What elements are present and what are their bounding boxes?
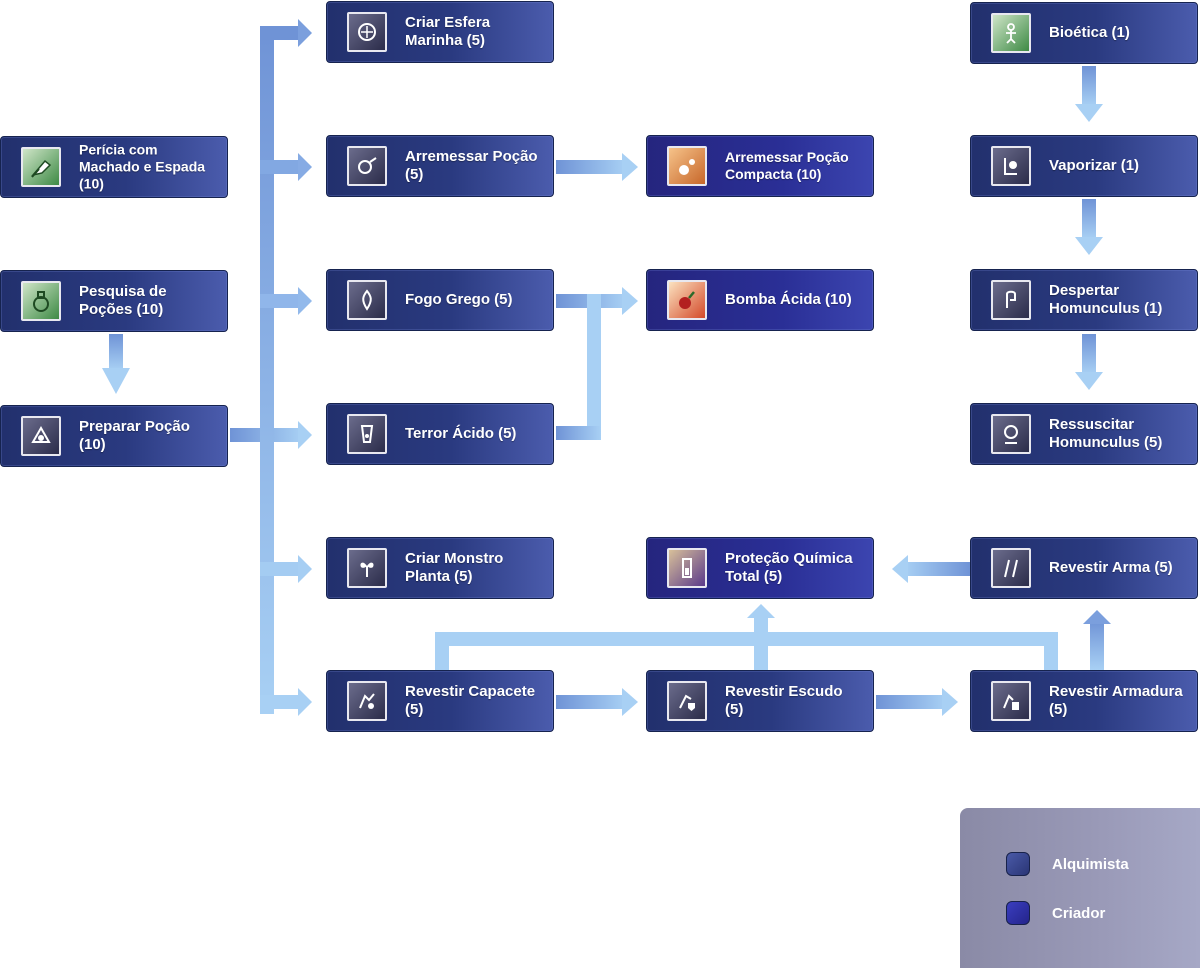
skill-label: Terror Ácido (5) <box>405 425 517 442</box>
skill-label: Criar Esfera Marinha (5) <box>405 14 491 49</box>
skill-label: Bomba Ácida (10) <box>725 291 852 308</box>
armor-coat-icon <box>991 681 1031 721</box>
skill-label: Criar Monstro Planta (5) <box>405 550 504 585</box>
skill-label: Pesquisa de Poções (10) <box>79 283 167 318</box>
skill-node-preparar[interactable]: Preparar Poção (10) <box>0 405 228 467</box>
skill-node-armadura[interactable]: Revestir Armadura (5) <box>970 670 1198 732</box>
skill-label: Perícia com Machado e Espada (10) <box>79 141 206 192</box>
skill-label: Arremessar Poção Compacta (10) <box>725 149 849 182</box>
slim-potion-icon <box>667 146 707 186</box>
skill-node-compacta[interactable]: Arremessar Poção Compacta (10) <box>646 135 874 197</box>
resurrect-homunculus-icon <box>991 414 1031 454</box>
skill-node-fogo[interactable]: Fogo Grego (5) <box>326 269 554 331</box>
skill-label: Ressuscitar Homunculus (5) <box>1049 416 1163 451</box>
fire-bottle-icon <box>347 280 387 320</box>
skill-node-arma[interactable]: Revestir Arma (5) <box>970 537 1198 599</box>
legend-swatch-alquimista <box>1006 852 1030 876</box>
weapon-coat-icon <box>991 548 1031 588</box>
skill-node-ressuscitar[interactable]: Ressuscitar Homunculus (5) <box>970 403 1198 465</box>
call-homunculus-icon <box>991 280 1031 320</box>
skill-node-bomba[interactable]: Bomba Ácida (10) <box>646 269 874 331</box>
skill-label: Arremessar Poção (5) <box>405 148 538 183</box>
helm-coat-icon <box>347 681 387 721</box>
skill-node-pericia[interactable]: Perícia com Machado e Espada (10) <box>0 136 228 198</box>
skill-node-monstro[interactable]: Criar Monstro Planta (5) <box>326 537 554 599</box>
skill-label: Revestir Arma (5) <box>1049 559 1173 576</box>
acid-bomb-icon <box>667 280 707 320</box>
skill-node-terror[interactable]: Terror Ácido (5) <box>326 403 554 465</box>
skill-label: Fogo Grego (5) <box>405 291 513 308</box>
skill-label: Vaporizar (1) <box>1049 157 1140 174</box>
legend-row-criador: Criador <box>1006 900 1105 926</box>
full-protection-icon <box>667 548 707 588</box>
legend-label-alquimista: Alquimista <box>1052 855 1129 873</box>
skill-label: Revestir Armadura (5) <box>1049 683 1183 718</box>
legend-swatch-criador <box>1006 901 1030 925</box>
skill-node-capacete[interactable]: Revestir Capacete (5) <box>326 670 554 732</box>
axe-icon <box>21 147 61 187</box>
skill-node-vaporizar[interactable]: Vaporizar (1) <box>970 135 1198 197</box>
plant-icon <box>347 548 387 588</box>
skill-label: Revestir Escudo (5) <box>725 683 843 718</box>
skill-node-escudo[interactable]: Revestir Escudo (5) <box>646 670 874 732</box>
potion-flask-icon <box>21 281 61 321</box>
bioethics-icon <box>991 13 1031 53</box>
skill-node-protecao[interactable]: Proteção Química Total (5) <box>646 537 874 599</box>
skill-label: Despertar Homunculus (1) <box>1049 282 1163 317</box>
legend-label-criador: Criador <box>1052 904 1106 922</box>
legend: Alquimista Criador <box>960 808 1200 968</box>
skill-node-esfera[interactable]: Criar Esfera Marinha (5) <box>326 1 554 63</box>
skill-label: Proteção Química Total (5) <box>725 550 853 585</box>
pharmacy-icon <box>21 416 61 456</box>
legend-row-alquimista: Alquimista <box>1006 851 1129 877</box>
skill-node-despertar[interactable]: Despertar Homunculus (1) <box>970 269 1198 331</box>
skill-node-arremessar[interactable]: Arremessar Poção (5) <box>326 135 554 197</box>
acid-icon <box>347 414 387 454</box>
skill-node-pesquisa[interactable]: Pesquisa de Poções (10) <box>0 270 228 332</box>
vaporize-icon <box>991 146 1031 186</box>
skill-node-bioetica[interactable]: Bioética (1) <box>970 2 1198 64</box>
skill-label: Revestir Capacete (5) <box>405 683 536 718</box>
skill-label: Bioética (1) <box>1049 24 1130 41</box>
skill-label: Preparar Poção (10) <box>79 418 190 453</box>
shield-coat-icon <box>667 681 707 721</box>
sphere-icon <box>347 12 387 52</box>
potion-throw-icon <box>347 146 387 186</box>
